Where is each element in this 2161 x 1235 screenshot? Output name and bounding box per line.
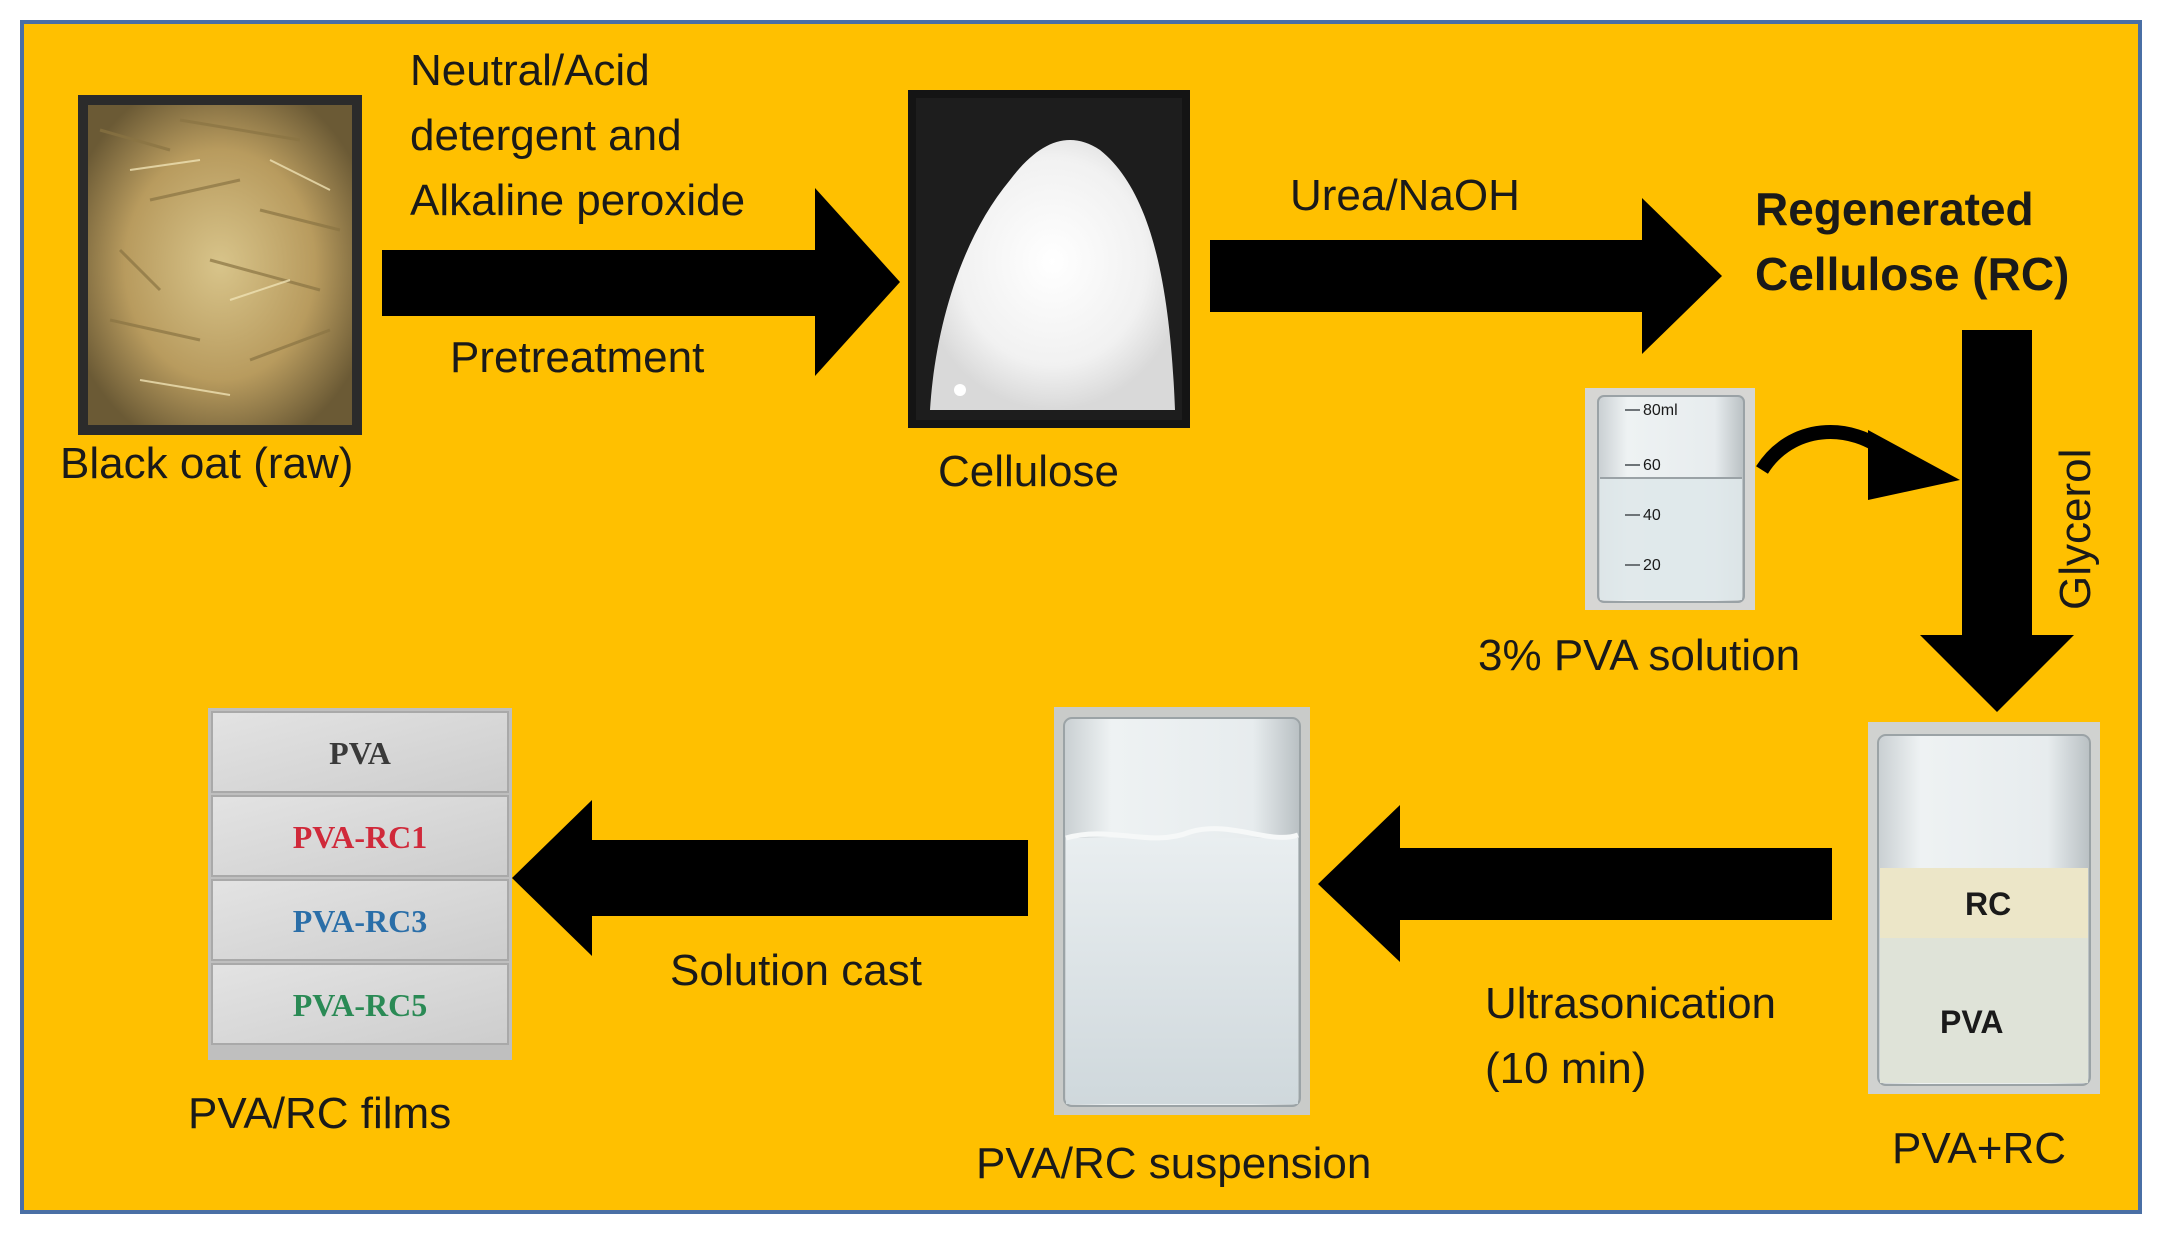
ultrasonication-line-2: (10 min) — [1485, 1044, 1646, 1093]
black-oat-label: Black oat (raw) — [60, 439, 353, 488]
beaker-mark-20: 20 — [1643, 557, 1661, 574]
pva-solution-beaker-image: 80ml 60 40 20 — [1585, 388, 1755, 610]
suspension-label: PVA/RC suspension — [976, 1139, 1371, 1188]
arrow-solution-cast — [512, 800, 1028, 956]
pva-rc-label: PVA+RC — [1892, 1124, 2066, 1173]
suspension-beaker-image — [1054, 707, 1310, 1115]
film-strip-label: PVA — [329, 735, 391, 771]
film-strip-label: PVA-RC1 — [293, 819, 428, 855]
beaker-mark-80: 80ml — [1643, 402, 1678, 419]
film-strip-label: PVA-RC3 — [293, 903, 428, 939]
arrow-mixing — [1920, 330, 2074, 712]
film-strip — [211, 711, 509, 793]
film-strip-label: PVA-RC5 — [293, 987, 428, 1023]
arrow-pretreatment — [382, 188, 900, 376]
regenerated-cellulose-line-2: Cellulose (RC) — [1755, 248, 2069, 300]
cellulose-label: Cellulose — [938, 447, 1119, 496]
urea-naoh-label: Urea/NaOH — [1290, 171, 1520, 220]
beaker-layer-rc: RC — [1965, 886, 2011, 922]
pva-solution-label: 3% PVA solution — [1478, 631, 1800, 680]
curved-arrow-pva-addition — [1756, 425, 1960, 500]
glycerol-label: Glycerol — [2051, 449, 2100, 610]
pretreatment-line-2: detergent and — [410, 111, 682, 160]
beaker-layer-pva: PVA — [1940, 1004, 2003, 1040]
films-label: PVA/RC films — [188, 1089, 451, 1138]
beaker-mark-60: 60 — [1643, 457, 1661, 474]
pretreatment-line-3: Alkaline peroxide — [410, 176, 745, 225]
film-strip — [211, 879, 509, 961]
beaker-mark-40: 40 — [1643, 507, 1661, 524]
film-strip — [211, 795, 509, 877]
solution-cast-label: Solution cast — [670, 946, 922, 995]
regenerated-cellulose-line-1: Regenerated — [1755, 183, 2034, 235]
arrow-ultrasonication — [1318, 805, 1832, 962]
pretreatment-label: Pretreatment — [450, 333, 704, 382]
pretreatment-line-1: Neutral/Acid — [410, 46, 650, 95]
arrow-dissolution — [1210, 198, 1722, 354]
film-strip — [211, 963, 509, 1045]
pva-rc-beaker-image: RC PVA — [1868, 722, 2100, 1094]
black-oat-image — [78, 95, 362, 435]
ultrasonication-line-1: Ultrasonication — [1485, 979, 1776, 1028]
cellulose-image — [908, 90, 1190, 428]
